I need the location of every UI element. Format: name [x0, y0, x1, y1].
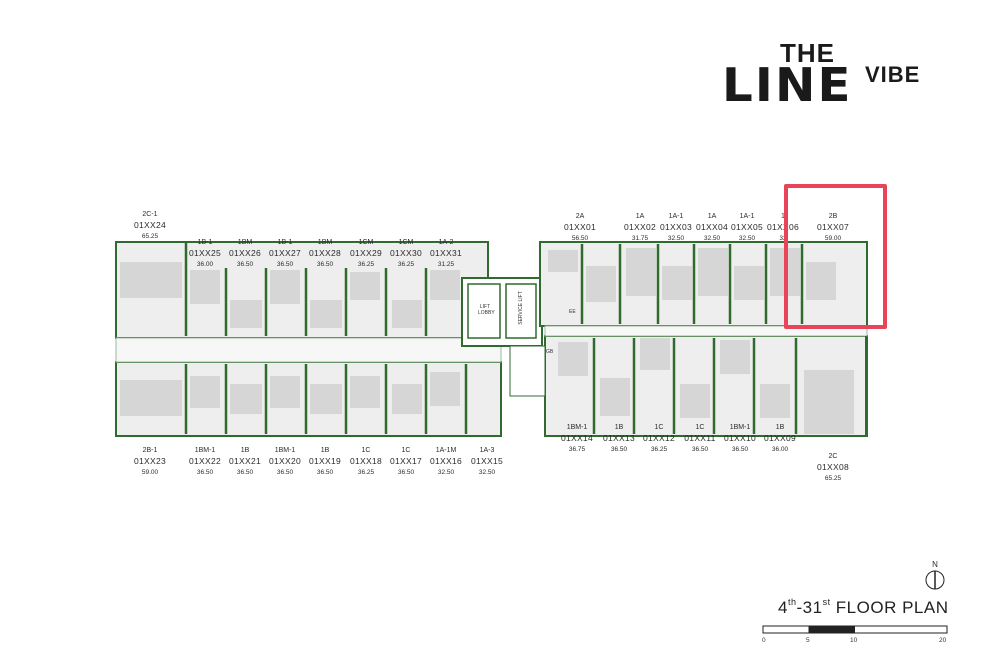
selected-unit-highlight — [784, 184, 887, 329]
lift-lobby — [467, 283, 501, 339]
service-lift — [505, 283, 537, 339]
corner-units — [116, 241, 867, 437]
north-arrow: N — [924, 560, 946, 596]
room-fills — [120, 248, 854, 434]
stair — [509, 345, 546, 397]
scale-label-0: 0 — [762, 637, 766, 644]
scale-label-5: 5 — [806, 637, 810, 644]
ee-label: EE — [569, 309, 576, 315]
scale-label-10: 10 — [850, 637, 858, 644]
gb-label: GB — [546, 349, 554, 355]
logo-vibe: VIBE — [865, 62, 921, 87]
partition-walls — [184, 242, 804, 434]
brand-logo: THE LINE VIBE — [722, 38, 932, 112]
floor-plan-title: 4th-31st FLOOR PLAN — [778, 597, 949, 617]
lift-lobby-label: LIFT LOBBY — [478, 304, 495, 316]
scale-label-20: 20 — [939, 637, 947, 644]
service-lift-label: SERVICE LIFT — [518, 291, 524, 325]
logo-the: THE — [780, 38, 835, 68]
east-corridor — [544, 325, 868, 337]
logo-line: LINE — [722, 58, 853, 112]
scale-bar — [762, 625, 948, 634]
north-label: N — [932, 560, 938, 569]
west-corridor — [115, 337, 502, 363]
compass-icon — [925, 570, 945, 590]
